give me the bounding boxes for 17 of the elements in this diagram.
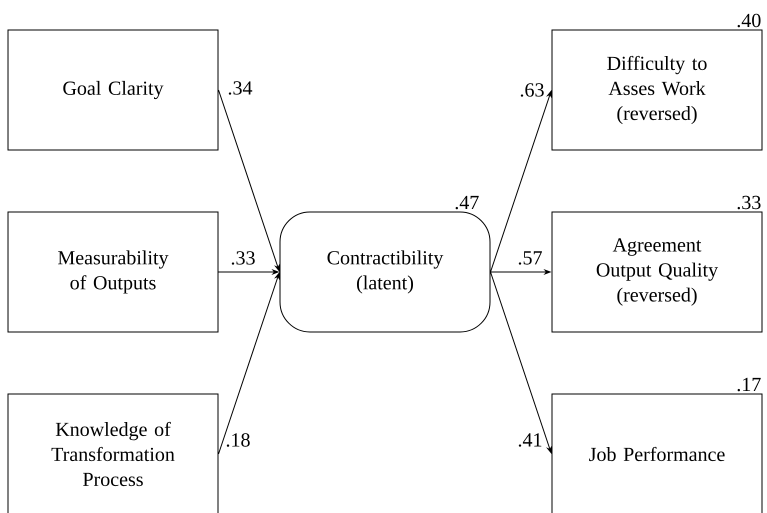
edge-label: .34 <box>228 81 252 95</box>
variable-box: Difficulty to Asses Work (reversed) <box>552 30 762 150</box>
edge-label: .18 <box>226 433 250 447</box>
coefficient-label: .17 <box>738 378 761 392</box>
variable-box: Goal Clarity <box>8 30 218 150</box>
coefficient-label: .40 <box>738 14 761 28</box>
variable-box: Job Performance <box>552 394 762 513</box>
coefficient-label: .47 <box>456 196 479 210</box>
variable-box: Knowledge of Transformation Process <box>8 394 218 513</box>
coefficient-label: .33 <box>738 196 761 210</box>
variable-box: Agreement Output Quality (reversed) <box>552 212 762 332</box>
variable-box: Measurability of Outputs <box>8 212 218 332</box>
edge-label: .63 <box>520 83 544 97</box>
latent-variable-box: Contractibility (latent) <box>280 212 490 332</box>
edge-label: .33 <box>232 251 255 265</box>
edge-label: .57 <box>518 251 542 265</box>
edge-label: .41 <box>518 433 542 447</box>
